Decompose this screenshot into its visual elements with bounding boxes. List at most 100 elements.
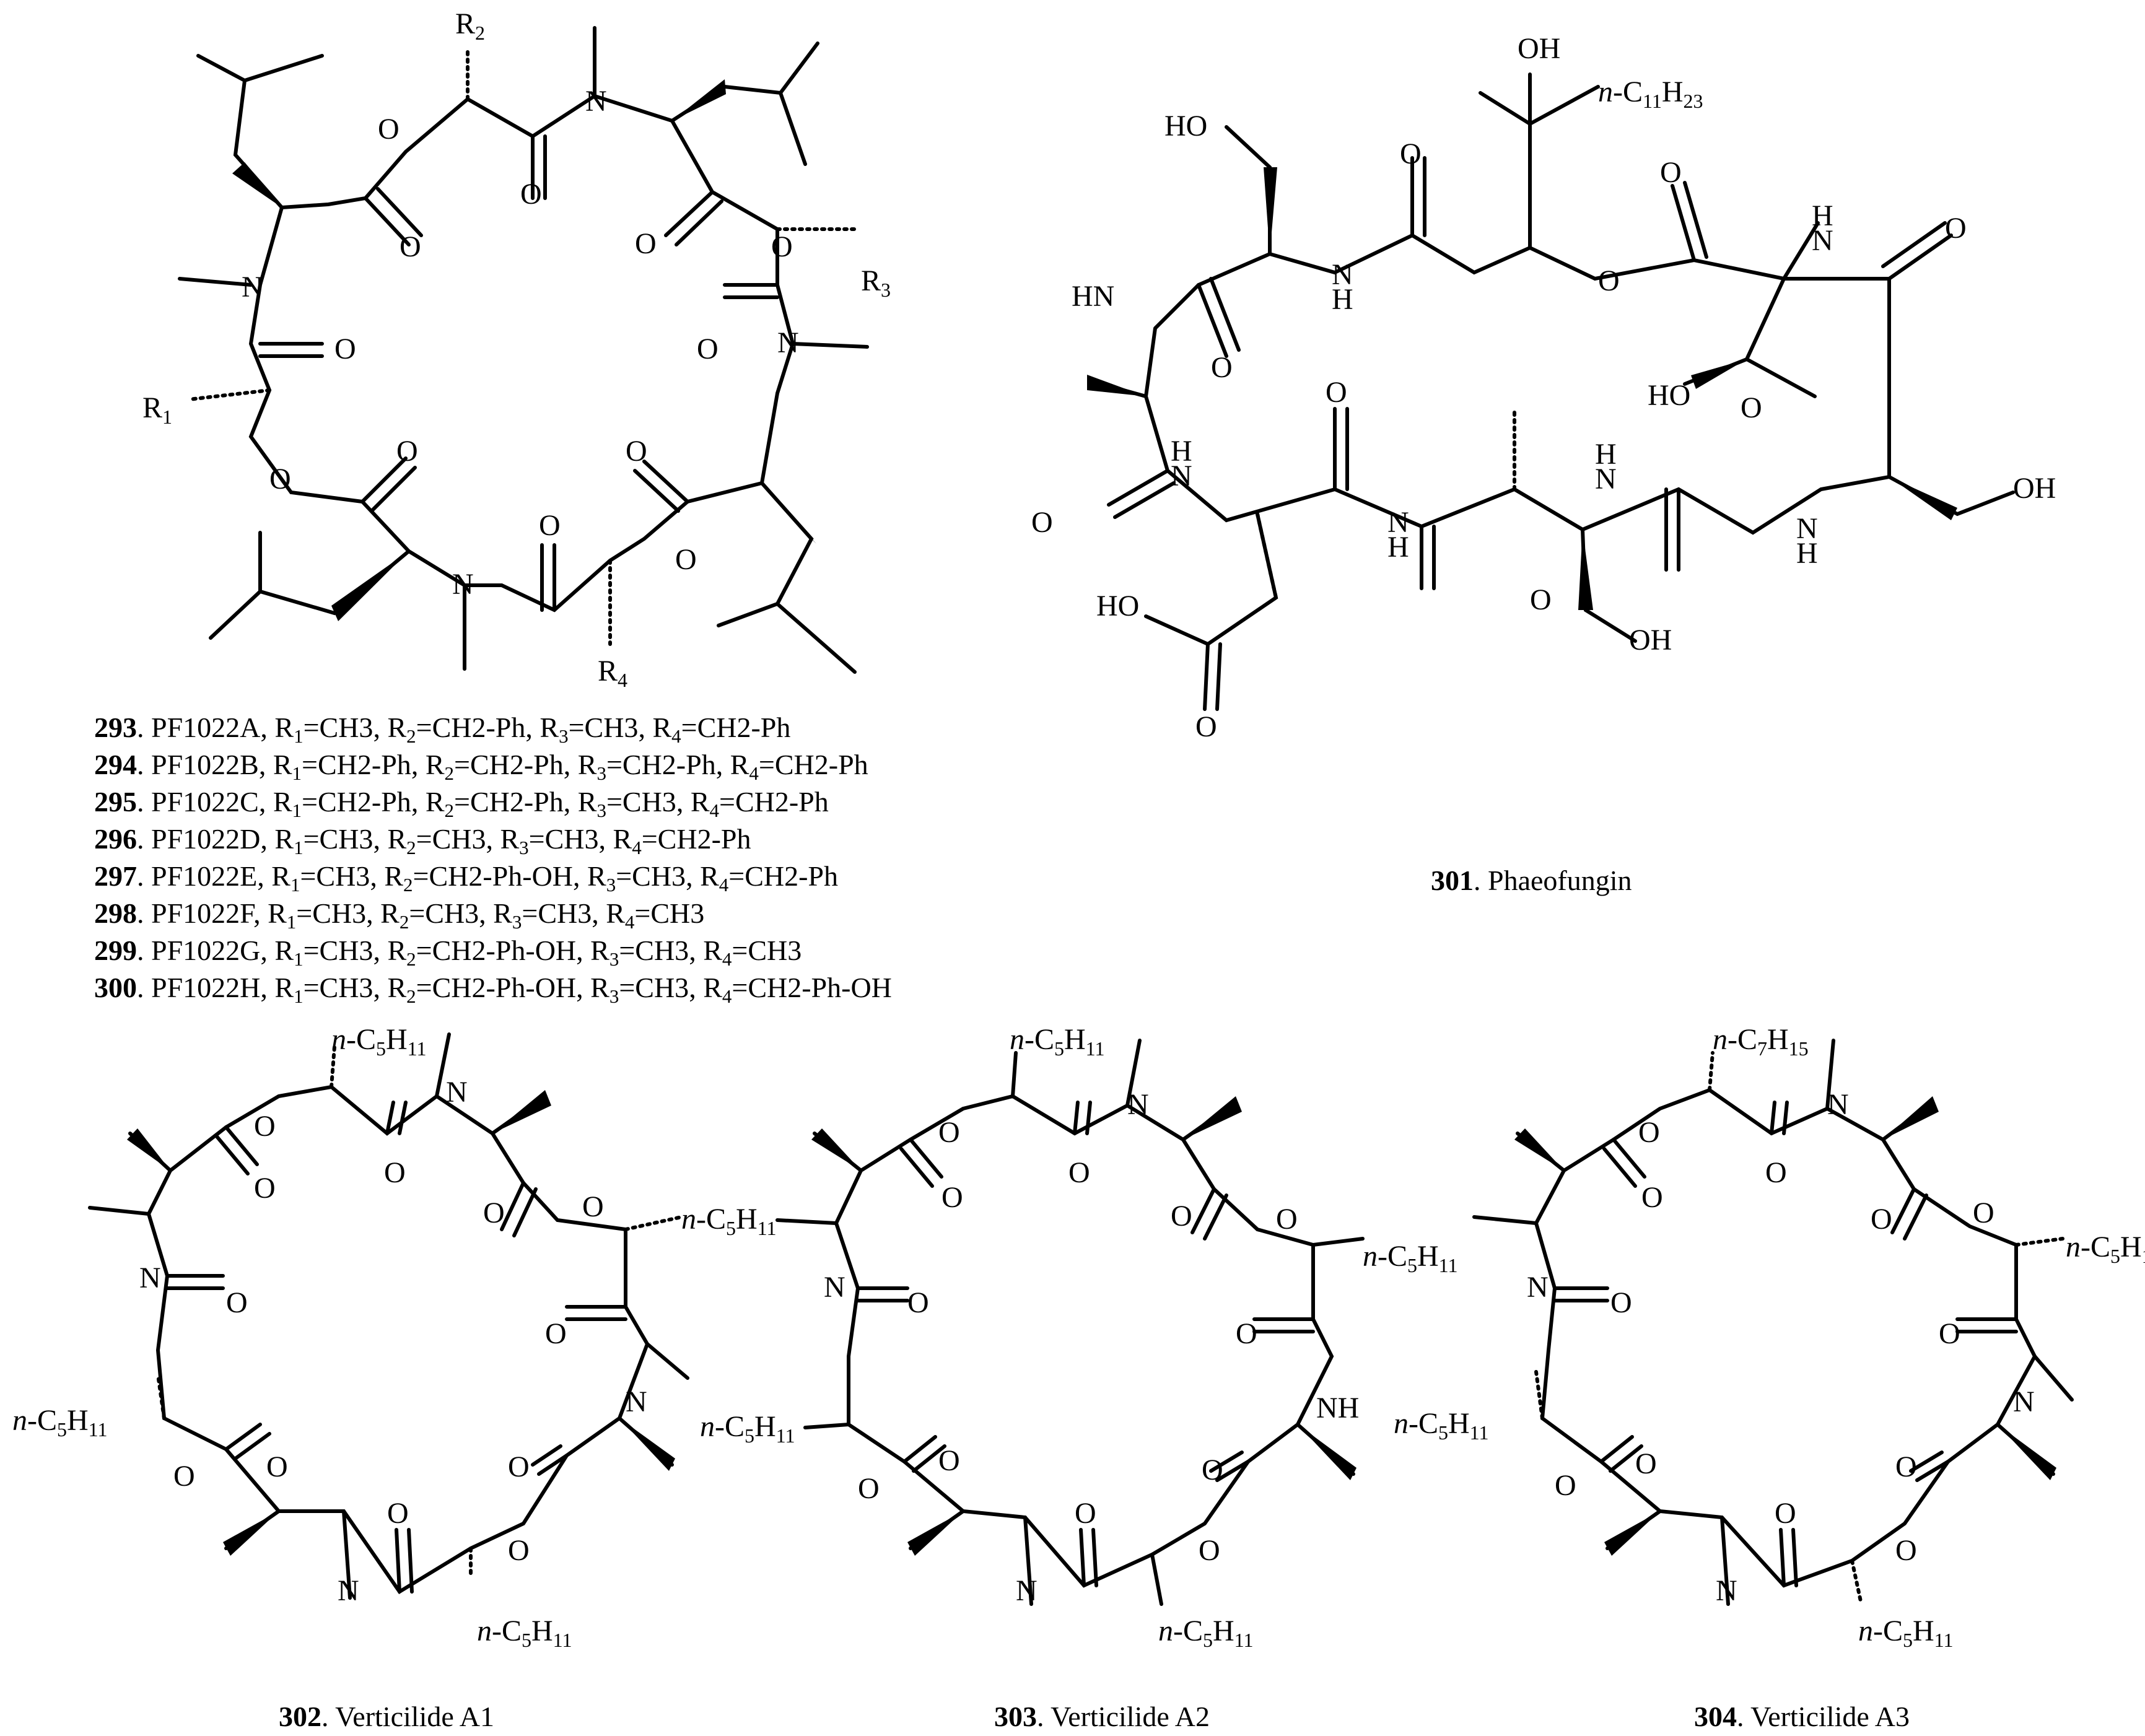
- o-atom: O: [378, 113, 400, 146]
- o-atom: O: [675, 543, 697, 576]
- o-atom: O: [173, 1460, 195, 1493]
- o-atom: O: [938, 1444, 960, 1477]
- o-atom: O: [1765, 1156, 1787, 1189]
- o-atom: O: [1895, 1534, 1917, 1567]
- o-atom: O: [1202, 1454, 1223, 1486]
- legend-row: 299. PF1022G, R1=CH3, R2=CH2-Ph-OH, R3=C…: [94, 935, 802, 970]
- caption-304: 304. Verticilide A3: [1694, 1701, 1910, 1732]
- legend-row: 296. PF1022D, R1=CH3, R2=CH3, R3=CH3, R4…: [94, 823, 751, 858]
- n-pentyl-chain: n-C5H11: [700, 1410, 795, 1447]
- oh-group: OH: [2013, 472, 2056, 505]
- caption-302: 302. Verticilide A1: [279, 1701, 494, 1732]
- n-atom: N: [1171, 460, 1192, 492]
- o-atom: O: [1199, 1534, 1220, 1567]
- o-atom: O: [539, 509, 561, 542]
- n-pentyl-chain: n-C5H11: [477, 1615, 572, 1651]
- o-atom: O: [1031, 506, 1053, 539]
- o-atom: O: [1641, 1181, 1663, 1214]
- o-atom: O: [941, 1181, 963, 1214]
- n-atom: N: [1812, 224, 1833, 257]
- n-pentyl-chain: n-C5H11: [1158, 1615, 1254, 1651]
- o-atom: O: [582, 1190, 604, 1223]
- n-atom: N: [1016, 1574, 1038, 1607]
- n-pentyl-chain: n-C5H11: [1363, 1240, 1458, 1276]
- ho-group: HO: [1096, 590, 1140, 622]
- o-atom: O: [254, 1110, 276, 1143]
- legend-row: 295. PF1022C, R1=CH2-Ph, R2=CH2-Ph, R3=C…: [94, 786, 829, 821]
- o-atom: O: [334, 333, 356, 365]
- o-atom: O: [545, 1317, 567, 1350]
- legend-row: 297. PF1022E, R1=CH3, R2=CH2-Ph-OH, R3=C…: [94, 860, 839, 896]
- n-atom: N: [1527, 1271, 1549, 1304]
- o-atom: O: [1195, 710, 1217, 743]
- o-atom: O: [938, 1116, 960, 1149]
- n-atom: N: [1796, 512, 1818, 545]
- o-atom: O: [1075, 1497, 1096, 1530]
- o-atom: O: [1638, 1116, 1660, 1149]
- n-atom: N: [1332, 258, 1353, 291]
- o-atom: O: [1530, 583, 1552, 616]
- r3-label: R3: [861, 264, 891, 301]
- legend-row: 293. PF1022A, R1=CH3, R2=CH2-Ph, R3=CH3,…: [94, 712, 791, 747]
- n-atom: N: [1387, 506, 1409, 539]
- r4-label: R4: [598, 655, 628, 691]
- pf1022-structure: [178, 26, 869, 674]
- o-atom: O: [520, 178, 542, 211]
- o-atom: O: [254, 1172, 276, 1205]
- n-atom: N: [2013, 1385, 2035, 1418]
- o-atom: O: [1236, 1317, 1257, 1350]
- o-atom: O: [1741, 391, 1762, 424]
- nh-group: H: [1595, 438, 1617, 471]
- o-atom: O: [226, 1286, 248, 1319]
- o-atom: O: [1276, 1203, 1298, 1236]
- n-atom: N: [1716, 1574, 1737, 1607]
- n-pentyl-chain: n-C5H11: [681, 1203, 777, 1239]
- o-atom: O: [626, 435, 647, 468]
- legend-row: 300. PF1022H, R1=CH3, R2=CH2-Ph-OH, R3=C…: [94, 972, 892, 1007]
- n-atom: N: [1127, 1088, 1149, 1121]
- o-atom: O: [1871, 1203, 1892, 1236]
- o-atom: O: [1945, 212, 1967, 245]
- o-atom: O: [1635, 1447, 1657, 1480]
- n-atom: N: [585, 85, 607, 118]
- o-atom: O: [1775, 1497, 1796, 1530]
- nh-group: H: [1812, 199, 1833, 232]
- o-atom: O: [1400, 137, 1422, 170]
- n-atom: N: [452, 568, 474, 601]
- nh-group: H: [1387, 531, 1409, 564]
- o-atom: O: [1555, 1469, 1576, 1502]
- caption-303: 303. Verticilide A2: [994, 1701, 1210, 1732]
- o-atom: O: [396, 435, 418, 468]
- nh-group: H: [1796, 537, 1818, 570]
- o-atom: O: [1211, 351, 1233, 384]
- n-atom: N: [1595, 463, 1617, 495]
- o-atom: O: [635, 227, 657, 260]
- o-atom: O: [1939, 1317, 1960, 1350]
- nh-group: H: [1332, 283, 1353, 316]
- o-atom: O: [1895, 1450, 1917, 1483]
- o-atom: O: [907, 1286, 929, 1319]
- o-atom: O: [771, 230, 793, 263]
- o-atom: O: [269, 463, 291, 495]
- verticilide-a2-structure: [775, 1039, 1365, 1606]
- nh-group: H: [1171, 435, 1192, 468]
- n-pentyl-chain: n-C5H11: [12, 1404, 108, 1441]
- o-atom: O: [266, 1450, 288, 1483]
- o-atom: O: [400, 230, 421, 263]
- verticilide-a3-structure: [1472, 1039, 2074, 1606]
- caption-301: 301. Phaeofungin: [1431, 865, 1632, 896]
- n-atom: N: [338, 1574, 359, 1607]
- n-atom: N: [1827, 1088, 1849, 1121]
- n-atom: N: [446, 1076, 468, 1109]
- r1-label: R1: [142, 391, 173, 428]
- legend-row: 294. PF1022B, R1=CH2-Ph, R2=CH2-Ph, R3=C…: [94, 749, 868, 784]
- n-pentyl-chain: n-C5H11: [1394, 1407, 1489, 1444]
- n-atom: N: [824, 1271, 845, 1304]
- oh-group: OH: [1629, 624, 1672, 656]
- o-atom: O: [1068, 1156, 1090, 1189]
- hn-group: HN: [1072, 280, 1115, 313]
- n-pentyl-chain: n-C5H11: [2066, 1231, 2145, 1267]
- n-atom: N: [626, 1385, 647, 1418]
- nh-group: NH: [1316, 1392, 1360, 1424]
